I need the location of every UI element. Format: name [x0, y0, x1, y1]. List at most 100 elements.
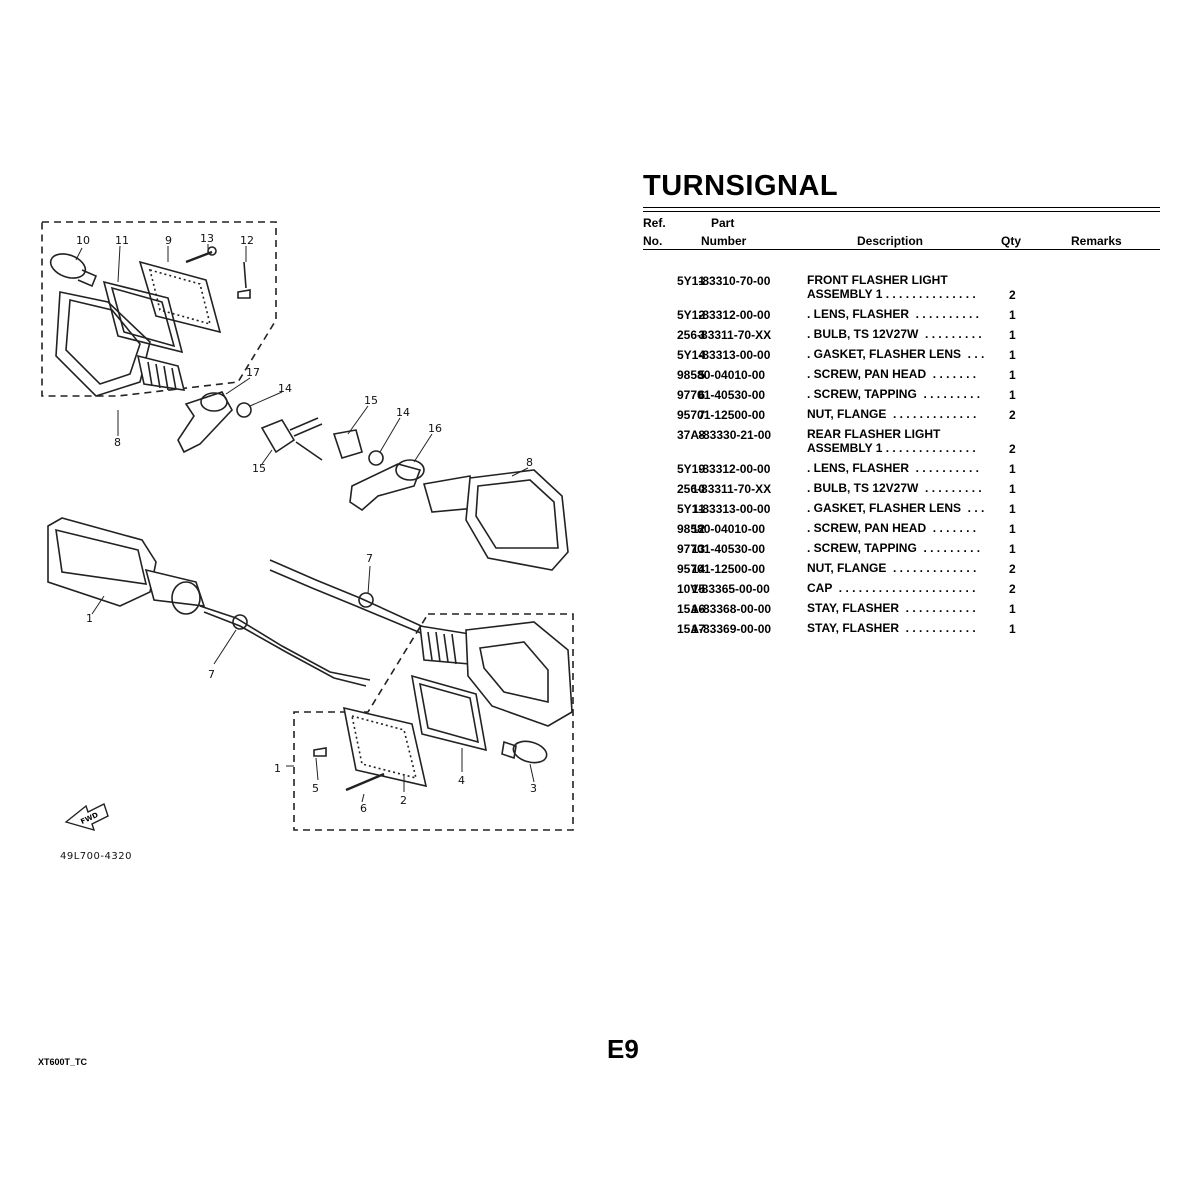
description: NUT, FLANGE . . . . . . . . . . . . .: [807, 407, 977, 421]
screw-13: [185, 250, 213, 264]
stay-17: [177, 391, 233, 454]
quantity: 1: [1009, 327, 1016, 342]
part-number: 15A-83369-00-00: [677, 622, 772, 637]
drawing-code: 49L700-4320: [60, 851, 132, 862]
callout-6: 6: [360, 802, 367, 815]
table-row: 4 5Y1-83313-00-00 . GASKET, FLASHER LENS…: [643, 348, 1160, 368]
part-number: 95701-12500-00: [677, 407, 766, 422]
description: . SCREW, TAPPING . . . . . . . . .: [807, 387, 981, 401]
description: FRONT FLASHER LIGHT ASSEMBLY 1 . . . . .…: [807, 274, 976, 301]
ref-number: 7: [698, 407, 705, 422]
callout-8-upper: 8: [114, 436, 121, 449]
quantity: 1: [1009, 461, 1016, 476]
callout-1-left: 1: [86, 612, 93, 625]
screw-5: [313, 747, 327, 757]
part-number: 37A-83330-21-00: [677, 428, 772, 443]
ref-number: 10: [691, 481, 705, 496]
stay-16: [349, 463, 422, 512]
part-number: 10V-83365-00-00: [677, 582, 770, 597]
quantity: 1: [1009, 367, 1016, 382]
ref-number: 6: [698, 387, 705, 402]
part-number: 98580-04010-00: [677, 367, 766, 382]
table-row: 11 5Y1-83313-00-00 . GASKET, FLASHER LEN…: [643, 502, 1160, 522]
front-flasher-body-left: [47, 517, 206, 615]
description: . SCREW, PAN HEAD . . . . . . .: [807, 367, 977, 381]
table-row: 16 15A-83368-00-00 STAY, FLASHER . . . .…: [643, 602, 1160, 622]
table-row: 15 10V-83365-00-00 CAP . . . . . . . . .…: [643, 582, 1160, 602]
description: . SCREW, TAPPING . . . . . . . . .: [807, 541, 981, 555]
bulb-3: [501, 740, 548, 764]
quantity: 1: [1009, 501, 1016, 516]
description: STAY, FLASHER . . . . . . . . . . .: [807, 602, 976, 616]
description: . SCREW, PAN HEAD . . . . . . .: [807, 521, 977, 535]
part-number: 5Y1-83310-70-00: [677, 274, 771, 288]
screw-6: [345, 772, 385, 792]
callout-7-right: 7: [366, 552, 373, 565]
ref-number: 2: [698, 307, 705, 322]
callout-4: 4: [458, 774, 465, 787]
header-ref-line1: Ref.: [643, 216, 666, 230]
table-row: 9 5Y1-83312-00-00 . LENS, FLASHER . . . …: [643, 462, 1160, 482]
cable-right: [269, 559, 431, 631]
callout-7-left: 7: [208, 668, 215, 681]
page-number: E9: [607, 1034, 639, 1064]
description: . BULB, TS 12V27W . . . . . . . . .: [807, 327, 982, 341]
quantity: 1: [1009, 307, 1016, 322]
quantity: 2: [1009, 441, 1016, 456]
ref-number: 13: [691, 541, 705, 556]
part-number: 95701-12500-00: [677, 562, 766, 577]
table-row: 5 98580-04010-00 . SCREW, PAN HEAD . . .…: [643, 368, 1160, 388]
gasket-11: [102, 280, 184, 354]
quantity: 1: [1009, 622, 1016, 637]
header-description: Description: [857, 234, 924, 248]
cap-15-left: [260, 419, 296, 454]
callout-15: 15: [364, 394, 378, 407]
table-row: 3 256-83311-70-XX . BULB, TS 12V27W . . …: [643, 328, 1160, 348]
title-rule: [643, 207, 1160, 212]
ref-number: 1: [698, 274, 705, 288]
description: CAP . . . . . . . . . . . . . . . . . . …: [807, 582, 976, 596]
part-number: 5Y1-83313-00-00: [677, 347, 771, 362]
gasket-4: [410, 674, 488, 752]
table-row: 1 5Y1-83310-70-00 FRONT FLASHER LIGHT AS…: [643, 274, 1160, 308]
quantity: 2: [1009, 407, 1016, 422]
description: STAY, FLASHER . . . . . . . . . . .: [807, 622, 976, 636]
callout-3: 3: [530, 782, 537, 795]
page-title: TURNSIGNAL: [643, 170, 839, 202]
callout-8-right: 8: [526, 456, 533, 469]
part-number: 256-83311-70-XX: [677, 327, 772, 342]
part-number: 5Y1-83313-00-00: [677, 501, 771, 516]
quantity: 2: [1009, 562, 1016, 577]
description: NUT, FLANGE . . . . . . . . . . . . .: [807, 562, 977, 576]
callout-10: 10: [76, 234, 90, 247]
part-number: 256-83311-70-XX: [677, 481, 772, 496]
quantity: 1: [1009, 602, 1016, 617]
nut-14-right: [368, 450, 384, 466]
callout-14: 14: [278, 382, 292, 395]
callout-14-right: 14: [396, 406, 410, 419]
ref-number: 17: [691, 622, 705, 637]
quantity: 2: [1009, 287, 1016, 302]
quantity: 1: [1009, 387, 1016, 402]
ref-number: 9: [698, 461, 705, 476]
header-ref-line2: No.: [643, 234, 663, 248]
lens-2: [342, 706, 428, 788]
table-row: 6 97701-40530-00 . SCREW, TAPPING . . . …: [643, 388, 1160, 408]
rear-flasher-body-upper: [55, 291, 186, 397]
header-remarks: Remarks: [1071, 234, 1122, 248]
ref-number: 12: [691, 521, 705, 536]
part-number: 5Y1-83312-00-00: [677, 307, 771, 322]
callout-5: 5: [312, 782, 319, 795]
table-row: 2 5Y1-83312-00-00 . LENS, FLASHER . . . …: [643, 308, 1160, 328]
lens-9: [138, 260, 222, 334]
callout-11: 11: [115, 234, 129, 247]
callout-15-left: 15: [252, 462, 266, 475]
callout-13: 13: [200, 232, 214, 245]
table-row: 17 15A-83369-00-00 STAY, FLASHER . . . .…: [643, 622, 1160, 642]
exploded-parts-diagram: 10 11 9 13 12 17 14 15 14 16 8 15 8 7 1 …: [0, 0, 600, 900]
part-number: 98580-04010-00: [677, 521, 766, 536]
header-qty: Qty: [1001, 234, 1022, 248]
ref-number: 15: [691, 582, 705, 597]
ref-number: 5: [698, 367, 705, 382]
table-row: 10 256-83311-70-XX . BULB, TS 12V27W . .…: [643, 482, 1160, 502]
